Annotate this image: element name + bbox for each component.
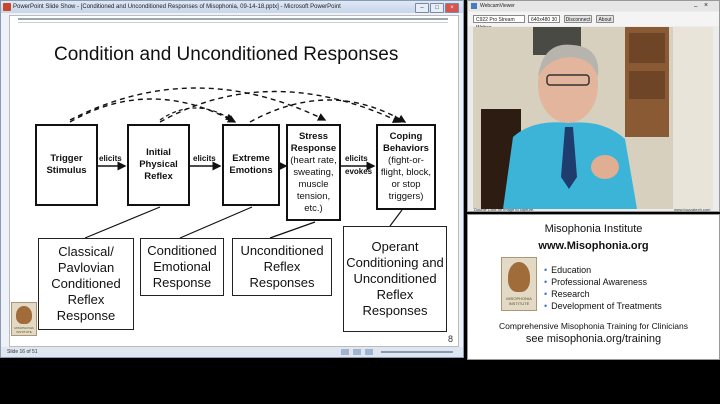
device-select[interactable]: C922 Pro Stream Webca xyxy=(473,15,525,31)
trigger-stimulus-text: Trigger Stimulus xyxy=(46,153,87,176)
operant-conditioning-box: Operant Conditioning and Unconditioned R… xyxy=(343,226,447,332)
connector-1 xyxy=(84,206,161,239)
webcam-hint: Double Click on Image to capture. xyxy=(474,207,535,212)
slide-title: Condition and Unconditioned Responses xyxy=(54,44,399,65)
institute-logo-text: MISOPHONIA INSTITUTE xyxy=(506,296,532,306)
bullet-text: Research xyxy=(551,289,590,299)
webcam-video[interactable] xyxy=(473,27,713,209)
classical-response-text: Classical/ Pavlovian Conditioned Reflex … xyxy=(51,244,121,323)
coping-behaviors-title: Coping Behaviors xyxy=(383,131,429,154)
bullet-treatments: •Development of Treatments xyxy=(544,301,662,311)
bullet-dot-icon: • xyxy=(544,289,548,299)
webcam-title: WebcamViewer xyxy=(480,3,515,9)
shelf-inner-1 xyxy=(629,33,665,63)
connector-4 xyxy=(389,209,403,227)
resolution-select[interactable]: 640x480 30 xyxy=(528,15,560,23)
ppt-app-icon xyxy=(3,3,11,11)
unconditioned-reflex-text: Unconditioned Reflex Responses xyxy=(240,243,324,290)
stress-response-title: Stress Response xyxy=(290,130,337,154)
connector-2 xyxy=(179,206,253,239)
slide-count-status: Slide 16 of 51 xyxy=(7,349,38,355)
disconnect-button[interactable]: Disconnect xyxy=(564,15,592,23)
classical-response-box: Classical/ Pavlovian Conditioned Reflex … xyxy=(38,238,134,330)
webcam-minimize-icon[interactable]: – xyxy=(694,4,698,10)
dashed-arc-2 xyxy=(69,98,237,123)
dashed-arc-4 xyxy=(249,99,407,123)
slide-number: 8 xyxy=(448,334,454,344)
initial-physical-reflex-text: Initial Physical Reflex xyxy=(139,147,178,182)
bullet-awareness: •Professional Awareness xyxy=(544,277,647,287)
unconditioned-reflex-box: Unconditioned Reflex Responses xyxy=(232,238,332,296)
conditioned-emotional-text: Conditioned Emotional Response xyxy=(147,243,217,290)
bullet-dot-icon: • xyxy=(544,265,548,275)
stress-response-box: Stress Response (heart rate, sweating, m… xyxy=(286,124,341,221)
bullet-education: •Education xyxy=(544,265,591,275)
dashed-arc-5 xyxy=(159,107,234,121)
org-url: www.Misophonia.org xyxy=(538,240,649,252)
ppt-titlebar: PowerPoint Slide Show - [Conditioned and… xyxy=(1,1,463,13)
conditioned-emotional-box: Conditioned Emotional Response xyxy=(140,238,224,296)
webcam-close-icon[interactable]: × xyxy=(704,2,709,9)
institute-logo: MISOPHONIA INSTITUTE xyxy=(501,257,537,311)
ppt-window-title: PowerPoint Slide Show - [Conditioned and… xyxy=(13,4,341,10)
diagram-arrows xyxy=(69,87,407,239)
bullet-text: Education xyxy=(551,265,592,275)
tie xyxy=(561,127,577,189)
arrow-label-elicits-3: elicits xyxy=(345,154,368,163)
resolution-select-value: 640x480 30 xyxy=(531,17,558,23)
close-icon[interactable]: × xyxy=(445,3,459,13)
slide: Condition and Unconditioned Responses xyxy=(9,15,459,347)
trigger-stimulus-box: Trigger Stimulus xyxy=(35,124,98,206)
org-name: Misophonia Institute xyxy=(544,223,643,235)
slideshow-view-icon[interactable] xyxy=(365,349,373,355)
shelf-inner-2 xyxy=(629,71,665,99)
arrow-label-elicits-2: elicits xyxy=(193,154,216,163)
extreme-emotions-box: Extreme Emotions xyxy=(222,124,280,206)
arrow-label-elicits-1: elicits xyxy=(99,154,122,163)
initial-physical-reflex-box: Initial Physical Reflex xyxy=(127,124,190,206)
black-bar xyxy=(0,360,720,404)
training-url: see misophonia.org/training xyxy=(525,333,662,345)
brain-icon xyxy=(508,262,530,292)
extreme-emotions-text: Extreme Emotions xyxy=(229,153,273,176)
bullet-text: Professional Awareness xyxy=(551,277,648,287)
hair xyxy=(538,44,599,77)
webcam-app-icon xyxy=(471,3,477,9)
webcam-titlebar: WebcamViewer – × xyxy=(468,1,719,11)
operant-conditioning-text: Operant Conditioning and Unconditioned R… xyxy=(346,239,444,318)
curtain xyxy=(673,27,713,209)
brain-icon xyxy=(16,306,32,324)
institute-info-panel: Misophonia Institute www.Misophonia.org … xyxy=(467,214,720,360)
about-button[interactable]: About xyxy=(596,15,614,23)
bullet-research: •Research xyxy=(544,289,590,299)
bullet-dot-icon: • xyxy=(544,277,548,287)
coping-behaviors-box: Coping Behaviors (fight-or-flight, block… xyxy=(376,124,436,210)
slide-top-rule-thin xyxy=(18,22,448,23)
training-text: Comprehensive Misophonia Training for Cl… xyxy=(499,321,688,331)
minimize-icon[interactable]: – xyxy=(415,3,429,13)
slide-sorter-icon[interactable] xyxy=(353,349,361,355)
misophonia-logo: MISOPHONIA INSTITUTE xyxy=(11,302,37,336)
coping-behaviors-sub: (fight-or-flight, block, or stop trigger… xyxy=(380,155,432,202)
dashed-arc-3 xyxy=(159,90,402,123)
hand xyxy=(591,155,619,179)
ppt-statusbar: Slide 16 of 51 xyxy=(1,347,463,357)
dashed-arc-1 xyxy=(69,87,327,121)
webcam-window: WebcamViewer – × C922 Pro Stream Webca 6… xyxy=(467,0,720,212)
stress-response-sub: (heart rate, sweating, muscle tension, e… xyxy=(290,154,337,214)
arrow-label-evokes: evokes xyxy=(345,167,373,176)
webcam-scene xyxy=(473,27,713,209)
bullet-dot-icon: • xyxy=(544,301,548,311)
powerpoint-window: PowerPoint Slide Show - [Conditioned and… xyxy=(0,0,464,358)
webcam-credit: www.buzzatech.com xyxy=(674,207,711,212)
maximize-icon[interactable]: □ xyxy=(430,3,444,13)
zoom-slider[interactable] xyxy=(381,351,453,353)
connector-3 xyxy=(269,221,316,239)
slide-top-rule xyxy=(18,18,448,20)
webcam-toolbar: C922 Pro Stream Webca 640x480 30 Disconn… xyxy=(468,12,719,31)
slide-logo-text: MISOPHONIA INSTITUTE xyxy=(14,326,34,334)
bullet-text: Development of Treatments xyxy=(551,301,662,311)
glasses xyxy=(546,74,590,86)
normal-view-icon[interactable] xyxy=(341,349,349,355)
